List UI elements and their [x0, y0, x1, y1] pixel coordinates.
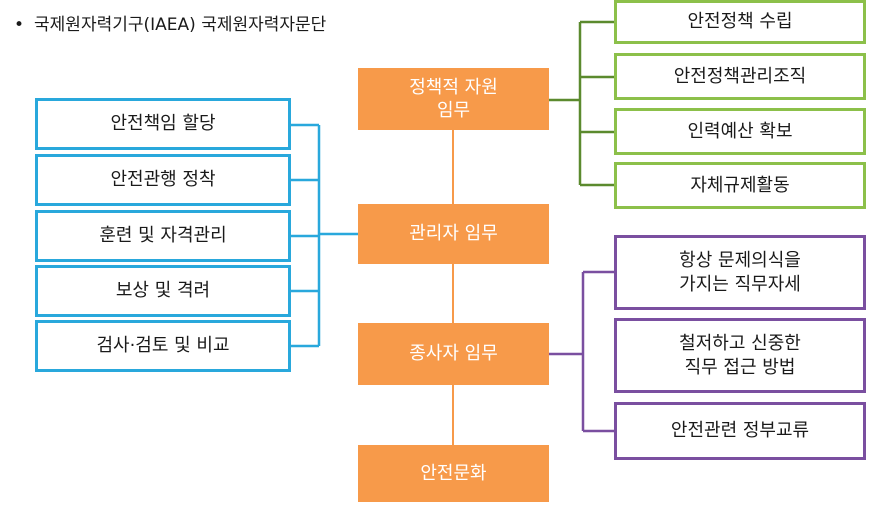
right-label: 안전관련 정부교류 [670, 420, 810, 442]
center-label: 종사자 임무 [409, 343, 498, 365]
page-title: • 국제원자력기구(IAEA) 국제원자력자문단 [14, 10, 326, 35]
left-box-rewards: 보상 및 격려 [35, 265, 291, 317]
left-label: 훈련 및 자격관리 [99, 225, 227, 247]
right-top-connectors [549, 20, 614, 187]
right-box-problem-awareness: 항상 문제의식을 가지는 직무자세 [614, 235, 866, 310]
left-label: 안전책임 할당 [110, 113, 216, 135]
right-label: 인력예산 확보 [687, 120, 793, 142]
right-box-budget: 인력예산 확보 [614, 108, 866, 155]
left-label: 보상 및 격려 [115, 280, 211, 302]
right-label: 안전정책 수립 [687, 11, 793, 33]
left-label: 안전관행 정착 [110, 169, 216, 191]
right-box-self-regulation: 자체규제활동 [614, 162, 866, 209]
center-label: 관리자 임무 [409, 223, 498, 245]
left-connectors [290, 123, 358, 348]
left-label: 검사·검토 및 비교 [96, 335, 230, 357]
center-label: 안전문화 [420, 462, 487, 484]
center-box-manager-mission: 관리자 임무 [358, 204, 549, 264]
right-box-policy-setting: 안전정책 수립 [614, 0, 866, 44]
right-label: 안전정책관리조직 [673, 65, 807, 87]
right-box-policy-org: 안전정책관리조직 [614, 53, 866, 100]
right-label: 철저하고 신중한 직무 접근 방법 [679, 333, 801, 378]
center-box-worker-mission: 종사자 임무 [358, 323, 549, 385]
center-box-safety-culture: 안전문화 [358, 445, 549, 502]
right-label: 자체규제활동 [690, 174, 790, 196]
left-box-safety-practice: 안전관행 정착 [35, 154, 291, 206]
center-box-policy-mission: 정책적 자원 임무 [358, 68, 549, 130]
left-box-inspection: 검사·검토 및 비교 [35, 320, 291, 372]
right-label: 항상 문제의식을 가지는 직무자세 [679, 250, 801, 295]
center-label: 정책적 자원 임무 [409, 76, 498, 121]
right-box-gov-exchange: 안전관련 정부교류 [614, 402, 866, 460]
left-box-training: 훈련 및 자격관리 [35, 210, 291, 262]
right-box-careful-approach: 철저하고 신중한 직무 접근 방법 [614, 318, 866, 393]
right-bottom-connectors [549, 270, 614, 433]
title-text: 국제원자력기구(IAEA) 국제원자력자문단 [34, 15, 327, 35]
left-box-safety-responsibility: 안전책임 할당 [35, 98, 291, 150]
bullet: • [14, 15, 25, 35]
